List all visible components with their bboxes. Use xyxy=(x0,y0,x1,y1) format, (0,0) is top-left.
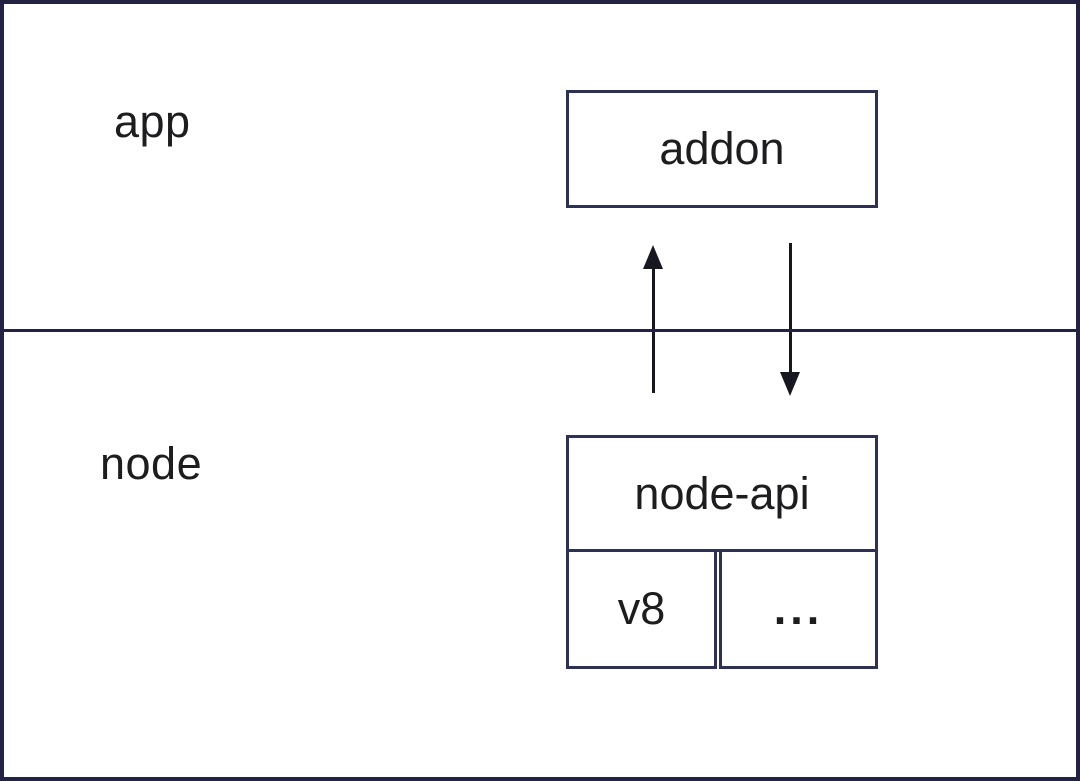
down-arrow xyxy=(780,243,800,396)
layer-divider xyxy=(4,329,1076,332)
up-arrow xyxy=(643,245,663,393)
down-arrowhead-icon xyxy=(780,372,800,396)
v8-box: v8 xyxy=(566,549,717,669)
node-api-box-label: node-api xyxy=(634,467,810,519)
layer-label-node: node xyxy=(100,438,203,489)
addon-box-label: addon xyxy=(659,123,785,174)
node-api-group: node-api v8 ... xyxy=(566,435,878,669)
node-api-sub-row: v8 ... xyxy=(566,549,878,669)
v8-box-label: v8 xyxy=(617,583,666,634)
others-box: ... xyxy=(719,549,878,669)
node-api-box: node-api xyxy=(566,435,878,552)
up-arrowhead-icon xyxy=(643,245,663,269)
layer-label-app: app xyxy=(114,96,191,147)
others-box-label: ... xyxy=(773,583,824,634)
addon-box: addon xyxy=(566,90,878,208)
